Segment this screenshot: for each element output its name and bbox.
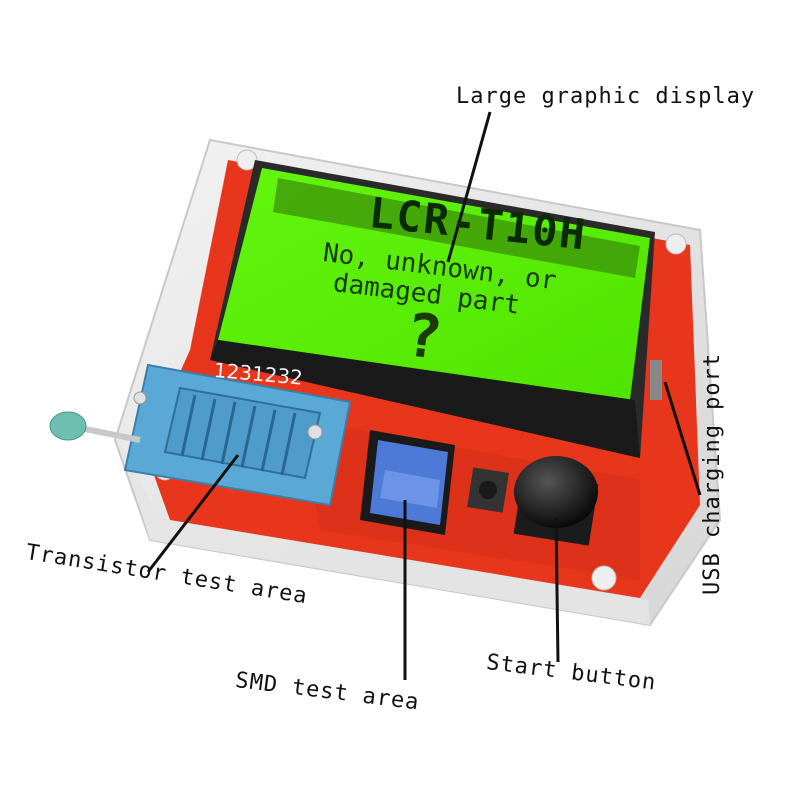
usb-port	[650, 360, 662, 400]
callout-usb: USB charging port	[700, 352, 725, 595]
zif-socket	[49, 363, 352, 507]
ir-sensor	[467, 467, 509, 513]
smd-pad	[360, 430, 455, 535]
callout-lines	[146, 111, 702, 680]
callout-display: Large graphic display	[456, 84, 756, 109]
start-button	[513, 456, 599, 546]
